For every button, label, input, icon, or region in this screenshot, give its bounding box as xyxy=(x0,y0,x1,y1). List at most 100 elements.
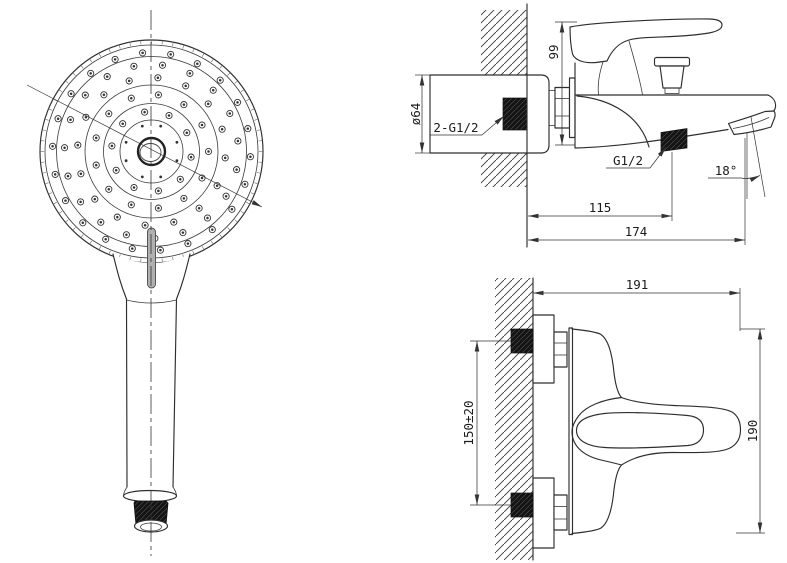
lever-outline-left xyxy=(571,396,623,466)
rim-tick xyxy=(44,182,49,185)
spray-hole-center xyxy=(189,155,193,159)
cartridge-neck-left xyxy=(597,61,604,96)
wall-thread-connector xyxy=(502,97,528,131)
rim-tick xyxy=(89,240,93,245)
spray-hole-center xyxy=(84,116,88,119)
nut-body xyxy=(553,494,568,531)
rim-tick xyxy=(246,98,250,102)
collar-rim xyxy=(122,489,178,503)
rim-tick xyxy=(42,172,47,174)
rim-tick xyxy=(246,201,250,205)
rim-tick xyxy=(234,80,238,84)
spray-hole-center xyxy=(93,197,97,201)
spray-hole-center xyxy=(79,172,83,176)
rim-tick xyxy=(172,42,174,47)
spray-hole-center xyxy=(197,206,201,210)
spray-hole-center xyxy=(69,92,73,95)
body-boss xyxy=(568,77,576,139)
rim-inner-circle xyxy=(44,44,259,259)
spray-hole-center xyxy=(99,220,103,224)
rim-tick xyxy=(192,250,195,255)
upper-escutcheon xyxy=(532,314,555,384)
rim-tick xyxy=(42,129,47,131)
spray-hole-center xyxy=(186,242,190,245)
rim-tick xyxy=(80,65,84,69)
rim-tick xyxy=(254,118,259,121)
spray-hole-center xyxy=(127,79,131,83)
rim-tick xyxy=(44,118,49,121)
mode-slider-button xyxy=(147,227,156,289)
dim-label-99: 99 xyxy=(546,44,561,59)
spray-hole-center xyxy=(53,173,57,176)
spout-underside xyxy=(574,128,729,149)
spray-hole-center xyxy=(215,184,219,187)
spray-hole-center xyxy=(130,203,133,207)
spray-hole-center xyxy=(172,220,176,224)
spray-hole-pattern xyxy=(49,49,254,254)
dim-label-diameter: ø64 xyxy=(408,103,423,126)
spray-hole-center xyxy=(218,78,222,82)
cartridge-neck-right xyxy=(628,40,643,96)
rim-tick xyxy=(219,234,223,238)
center-nozzle-hole xyxy=(139,143,162,162)
spray-hole-center xyxy=(113,58,117,61)
rim-tick xyxy=(53,201,57,205)
spray-hole-center xyxy=(79,200,82,204)
diverter-cap xyxy=(653,56,691,67)
spray-hole-center xyxy=(104,238,107,241)
upper-union-nut xyxy=(553,331,568,368)
spray-hole-center xyxy=(206,102,210,106)
rim-tick xyxy=(192,48,195,53)
spray-hole-center xyxy=(107,188,111,191)
front-view-dimensions: 191 190 150±20 xyxy=(461,277,765,534)
diverter-knob xyxy=(653,56,691,94)
spray-hole-center xyxy=(207,150,210,153)
rim-tick xyxy=(201,246,205,250)
rim-tick xyxy=(201,53,205,57)
spray-hole-center xyxy=(157,93,160,97)
angle-label: 18° xyxy=(715,163,738,178)
lever-outline-right xyxy=(620,396,742,466)
rim-tick xyxy=(210,240,214,245)
rim-tick xyxy=(72,227,76,231)
spray-hole-center xyxy=(130,96,133,100)
lower-escutcheon xyxy=(532,477,555,549)
spray-hole-center xyxy=(114,169,118,172)
spray-hole-center xyxy=(224,194,228,198)
shower-handle xyxy=(112,227,191,533)
dim-label-115: 115 xyxy=(589,200,612,215)
spray-hole-center xyxy=(102,93,106,97)
rim-tick xyxy=(65,80,69,84)
spray-hole-center xyxy=(66,174,70,178)
rim-tick xyxy=(219,65,223,69)
face-circle-mid xyxy=(84,84,219,219)
mixer-side-view: ø64 99 115 174 2-G1/2 G1/2 18° xyxy=(408,3,777,248)
spray-hole-center xyxy=(236,101,239,104)
spray-hole-center xyxy=(110,144,114,148)
body-top-lobe xyxy=(571,328,623,399)
spray-hole-center xyxy=(156,76,160,80)
pilot-hole xyxy=(175,159,179,163)
spray-hole-center xyxy=(51,145,54,148)
eccentric-union xyxy=(429,74,550,154)
body-bottom-lobe xyxy=(571,464,623,535)
spray-hole-center xyxy=(132,65,136,68)
spray-hole-center xyxy=(169,53,172,56)
spray-hole-center xyxy=(89,72,92,75)
spout-lip-inner-line xyxy=(732,117,770,129)
leader-line xyxy=(649,146,667,169)
dim-label-190: 190 xyxy=(745,420,760,443)
pilot-hole xyxy=(124,159,128,163)
face-circle-small xyxy=(103,103,200,200)
dim-label-191: 191 xyxy=(626,277,649,292)
spray-hole-center xyxy=(230,208,234,211)
spray-hole-center xyxy=(211,228,214,231)
spout-thread-label: G1/2 xyxy=(613,153,643,168)
spray-hole-center xyxy=(116,215,119,219)
dim-label-174: 174 xyxy=(625,224,648,239)
spray-hole-center xyxy=(94,163,98,167)
spray-hole-center xyxy=(143,110,146,114)
wall-hatch xyxy=(495,278,533,560)
nut-body xyxy=(553,331,568,368)
